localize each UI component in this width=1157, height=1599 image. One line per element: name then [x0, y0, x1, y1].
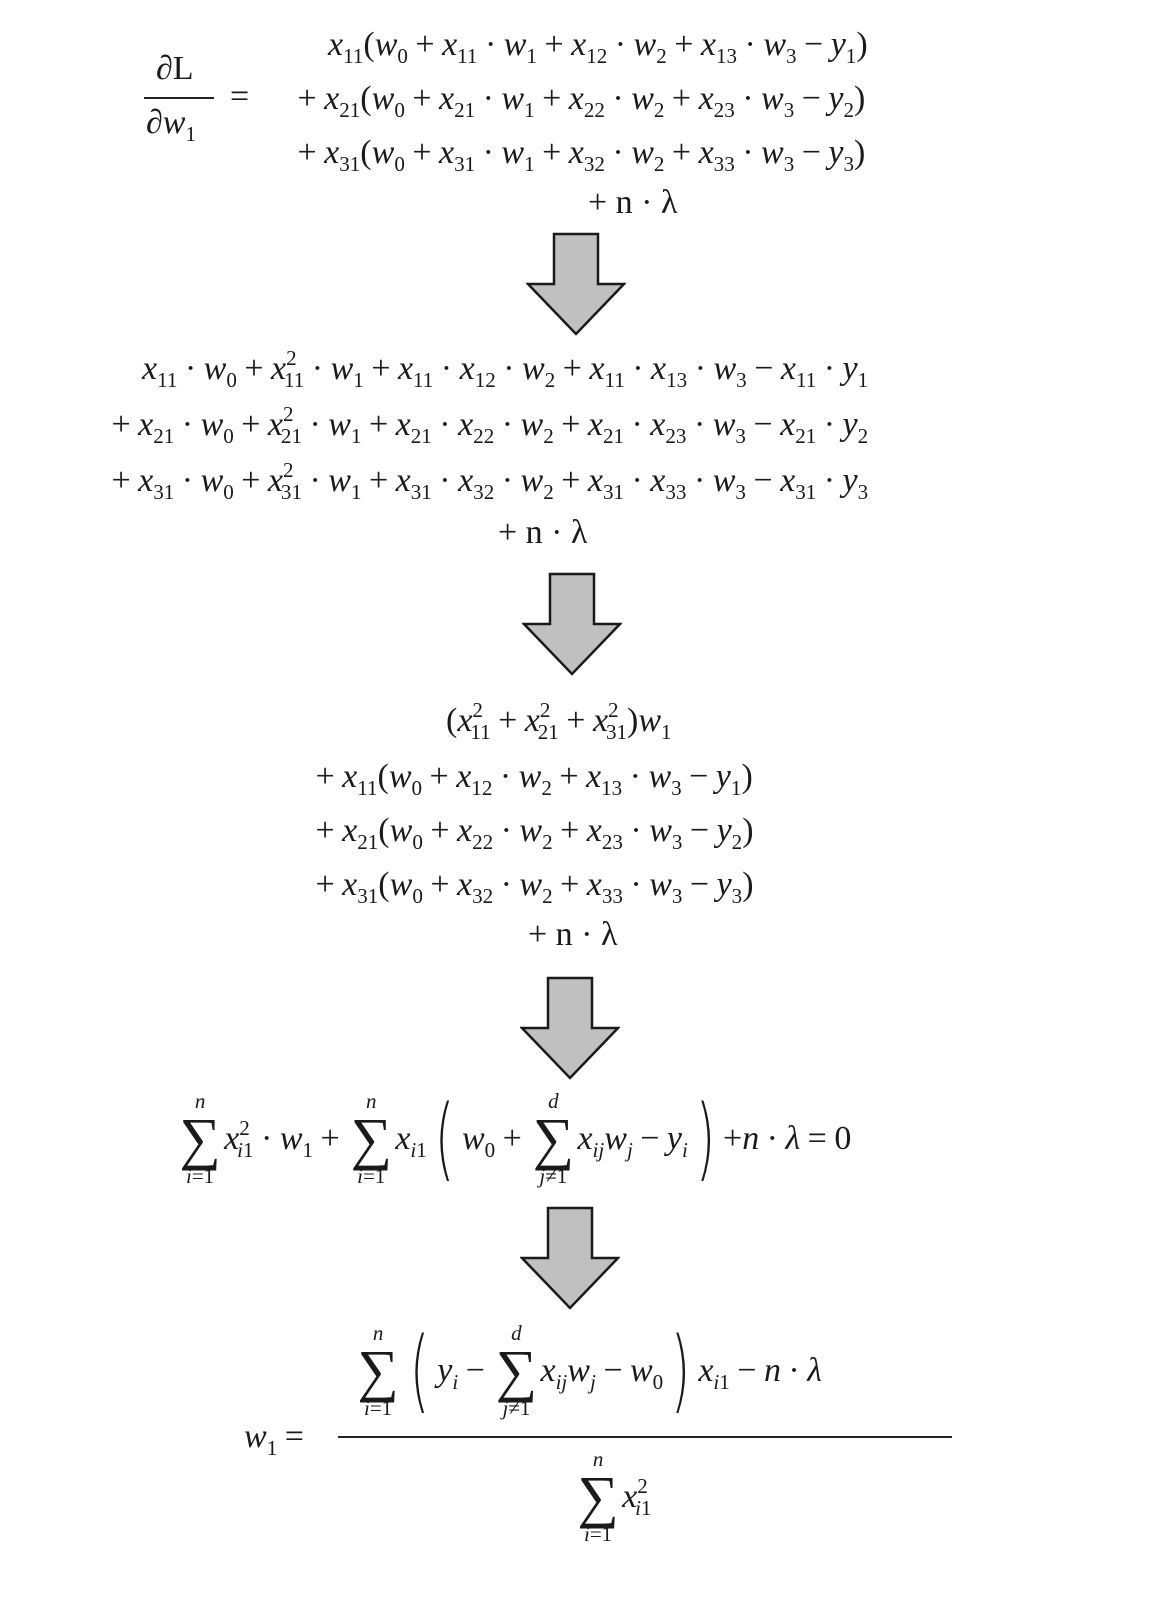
down-arrow-icon — [522, 572, 622, 676]
down-arrow-icon — [526, 232, 626, 336]
final-w: w — [244, 1418, 267, 1455]
partial-w-subscript: 1 — [185, 121, 197, 146]
lhs-denominator: ∂w1 — [146, 104, 196, 145]
lhs-equals: = — [230, 80, 249, 114]
final-w-subscript: 1 — [266, 1435, 278, 1460]
lhs-numerator: ∂L — [156, 52, 194, 86]
arrow-shape — [520, 1206, 620, 1310]
step-4-summation: n∑i=1 x2i1·w1+ n∑i=1 xi1 ( w0+ d∑j≠1 xij… — [179, 1086, 852, 1192]
step1-row-3: +x31(w0+x31·w1+x32·w2+x33·w3−y3) — [297, 134, 866, 176]
final-numerator: n∑i=1 ( yi− d∑j≠1 xijwj−w0 ) xi1−n·λ — [357, 1318, 822, 1424]
sum-symbol: n∑i=1 — [179, 1089, 221, 1189]
step2-row-1: x11·w0+x211·w1+x11·x12·w2+x11·x13·w3−x11… — [142, 345, 869, 392]
step2-row-2: +x21·w0+x221·w1+x21·x22·w2+x21·x23·w3−x2… — [111, 401, 869, 448]
step1-row-1: x11(w0+x11·w1+x12·w2+x13·w3−y1) — [328, 26, 868, 68]
step1-row-4: + n · λ — [588, 186, 677, 220]
sum-symbol: d∑j≠1 — [495, 1321, 538, 1421]
sum-symbol: n∑i=1 — [350, 1089, 392, 1189]
sum-symbol: n∑i=1 — [577, 1447, 619, 1547]
step2-row-4: + n · λ — [498, 516, 587, 550]
step1-row-2: +x21(w0+x21·w1+x22·w2+x23·w3−y2) — [297, 80, 866, 122]
partial-l: ∂L — [156, 50, 194, 87]
plus-n-lambda: + n · λ — [588, 184, 678, 221]
down-arrow-icon — [520, 1206, 620, 1310]
final-equals: = — [284, 1418, 304, 1455]
sum-symbol: n∑i=1 — [357, 1321, 399, 1421]
step2-row-3: +x31·w0+x231·w1+x31·x32·w2+x31·x33·w3−x3… — [111, 457, 869, 504]
step3-row-1: (x211+x221+x231)w1 — [446, 697, 672, 744]
sum-symbol: d∑j≠1 — [532, 1089, 575, 1189]
arrow-shape — [520, 976, 620, 1080]
final-fraction-bar — [338, 1436, 952, 1438]
step3-row-5: + n · λ — [528, 918, 617, 952]
partial-w: ∂w — [146, 104, 186, 141]
final-lhs: w1= — [244, 1418, 311, 1459]
down-arrow-icon — [520, 976, 620, 1080]
step3-row-3: +x21(w0+x22·w2+x23·w3−y2) — [315, 812, 754, 854]
arrow-shape — [522, 572, 622, 676]
final-denominator: n∑i=1 x2i1 — [577, 1447, 652, 1547]
arrow-shape — [526, 232, 626, 336]
step3-row-4: +x31(w0+x32·w2+x33·w3−y3) — [315, 866, 754, 908]
step3-row-2: +x11(w0+x12·w2+x13·w3−y1) — [315, 758, 753, 800]
plus-n-lambda: + n · λ — [528, 916, 618, 953]
plus-n-lambda: + n · λ — [498, 514, 588, 551]
equals-sign: = — [230, 78, 250, 115]
lhs-fraction-bar — [144, 97, 214, 99]
